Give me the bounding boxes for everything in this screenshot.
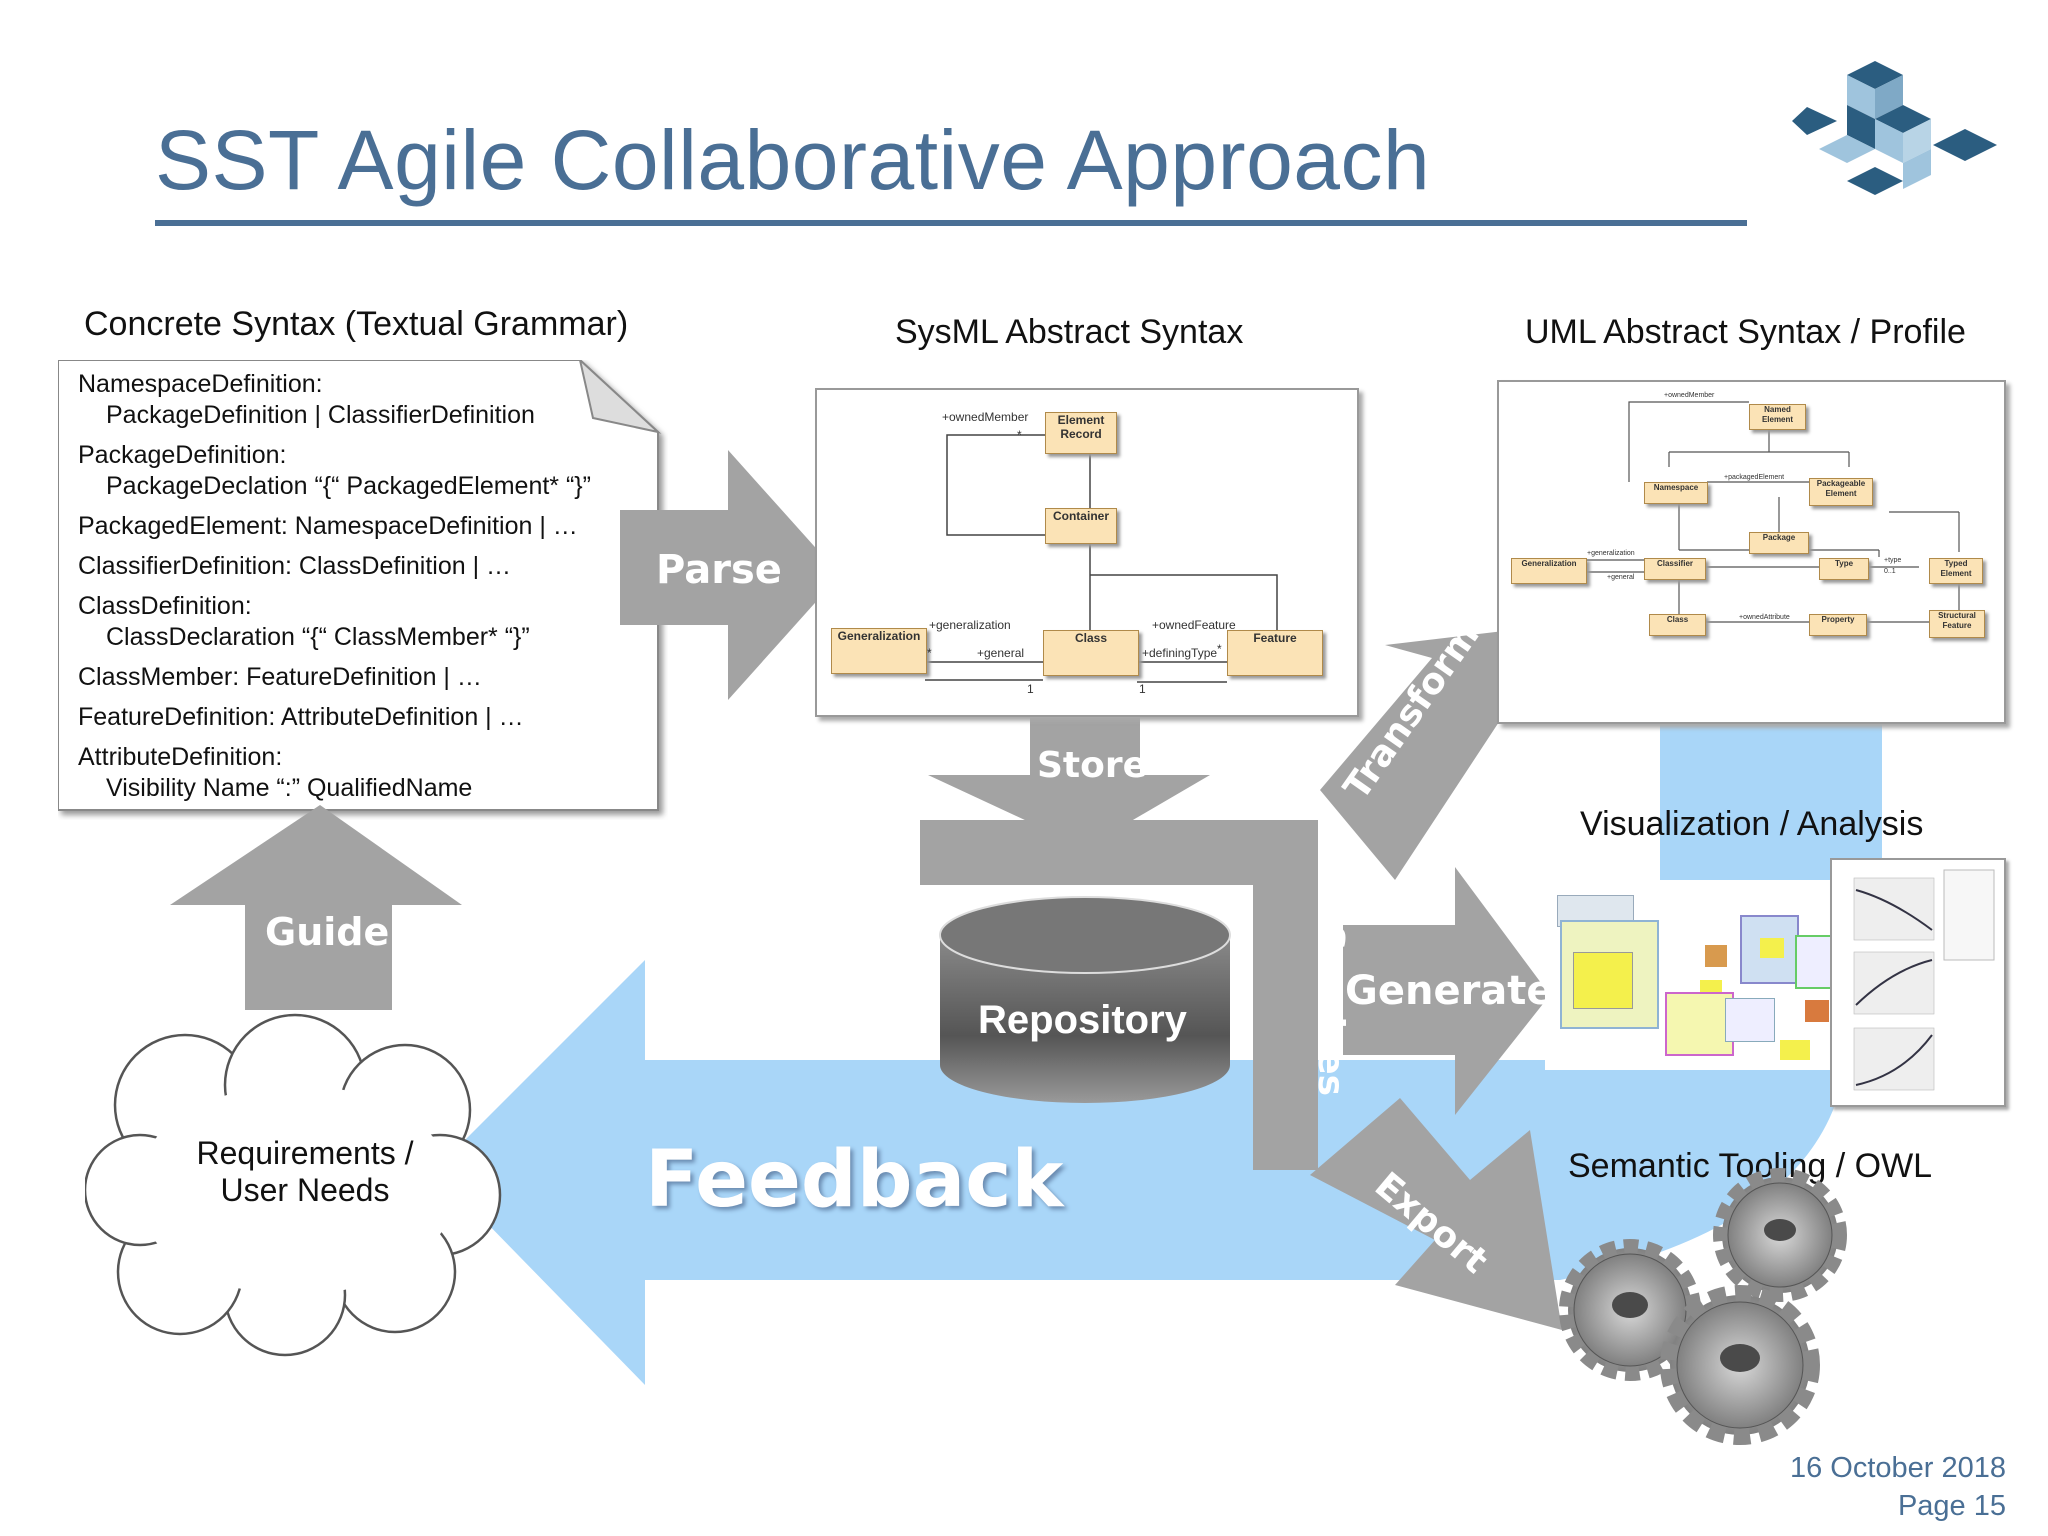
generate-label: Generate [1345, 968, 1554, 1014]
uml-role-note: +ownedFeature [1152, 618, 1236, 632]
uml-role-note: +ownedAttribute [1739, 614, 1790, 621]
uml-class-box: Class [1043, 630, 1139, 676]
uml-role-note: +definingType [1142, 646, 1218, 660]
uml-class-box: Container [1045, 508, 1117, 544]
uml-class-box: Feature [1227, 630, 1323, 676]
uml-class-box: Generalization [831, 628, 927, 674]
uml-class-box: Generalization [1511, 558, 1587, 584]
repository-cylinder-icon [939, 896, 1231, 1103]
uml-class-box: Type [1819, 558, 1869, 580]
visualization-screenshot [1545, 880, 1854, 1070]
uml-role-note: +generalization [1587, 550, 1635, 557]
uml-class-box: Namespace [1644, 482, 1708, 504]
grammar-line: NamespaceDefinition: [78, 370, 323, 398]
grammar-line: AttributeDefinition: [78, 743, 283, 771]
uml-label: UML Abstract Syntax / Profile [1525, 313, 1966, 351]
grammar-line: ClassDefinition: [78, 592, 252, 620]
visualization-label: Visualization / Analysis [1580, 805, 1924, 843]
uml-class-box: Packageable Element [1809, 478, 1873, 506]
grammar-line: Visibility Name “:” QualifiedName [106, 774, 473, 802]
gears-icon [1559, 1168, 1847, 1445]
uml-class-box: Package [1749, 532, 1809, 554]
grammar-document: NamespaceDefinition: PackageDefinition |… [58, 360, 662, 811]
uml-class-box: Structural Feature [1929, 610, 1985, 638]
uml-class-box: Classifier [1644, 558, 1706, 580]
cube-logo-icon [1792, 61, 1997, 195]
uml-diagram: Named Element Namespace Packageable Elem… [1497, 380, 2006, 724]
requirements-text: Requirements / User Needs [160, 1135, 450, 1209]
uml-role-note: +packagedElement [1724, 474, 1785, 481]
feedback-label: Feedback [645, 1135, 1064, 1225]
uml-role-note: +general [977, 646, 1025, 660]
uml-class-box: Property [1809, 614, 1867, 636]
footer-page: Page 15 [1897, 1490, 2006, 1522]
guide-label: Guide [265, 910, 390, 954]
uml-multiplicity: * [1217, 642, 1222, 656]
sysml-label: SysML Abstract Syntax [895, 313, 1244, 351]
requirements-line: User Needs [220, 1172, 390, 1208]
grammar-line: FeatureDefinition: AttributeDefinition |… [78, 703, 524, 731]
uml-multiplicity: 0..1 [1884, 568, 1896, 575]
uml-multiplicity: 1 [1027, 682, 1034, 696]
parse-label: Parse [656, 547, 782, 593]
uml-role-note: +ownedMember [1664, 392, 1715, 399]
repository-label: Repository [978, 998, 1187, 1042]
services-label: Services [1310, 924, 1352, 1097]
title-divider [155, 220, 1747, 226]
grammar-line: ClassifierDefinition: ClassDefinition | … [78, 552, 512, 580]
uml-multiplicity: * [1017, 428, 1022, 442]
store-label: Store [1037, 745, 1148, 786]
uml-class-box: Element Record [1045, 412, 1117, 454]
uml-multiplicity: * [927, 646, 932, 660]
uml-class-box: Named Element [1749, 404, 1806, 430]
uml-class-box: Class [1649, 614, 1706, 636]
grammar-line: PackageDefinition: [78, 441, 287, 469]
uml-role-note: +type [1884, 557, 1902, 564]
footer-date: 16 October 2018 [1789, 1452, 2006, 1484]
grammar-line: PackageDefinition | ClassifierDefinition [106, 401, 535, 429]
requirements-line: Requirements / [196, 1135, 414, 1171]
analysis-charts-screenshot [1830, 858, 2006, 1107]
concrete-syntax-label: Concrete Syntax (Textual Grammar) [84, 305, 629, 343]
grammar-line: ClassDeclaration “{“ ClassMember* “}” [106, 623, 530, 651]
uml-role-note: +ownedMember [942, 410, 1029, 424]
grammar-line: PackagedElement: NamespaceDefinition | … [78, 512, 578, 540]
uml-class-box: Typed Element [1929, 558, 1983, 584]
uml-multiplicity: 1 [1139, 682, 1146, 696]
uml-role-note: +generalization [929, 618, 1011, 632]
page-title: SST Agile Collaborative Approach [155, 113, 1431, 207]
requirements-cloud [85, 1013, 502, 1357]
grammar-line: ClassMember: FeatureDefinition | … [78, 663, 482, 691]
sysml-diagram: Element Record Container Generalization … [815, 388, 1359, 717]
uml-role-note: +general [1607, 574, 1635, 581]
grammar-line: PackageDeclation “{“ PackagedElement* “}… [106, 472, 591, 500]
